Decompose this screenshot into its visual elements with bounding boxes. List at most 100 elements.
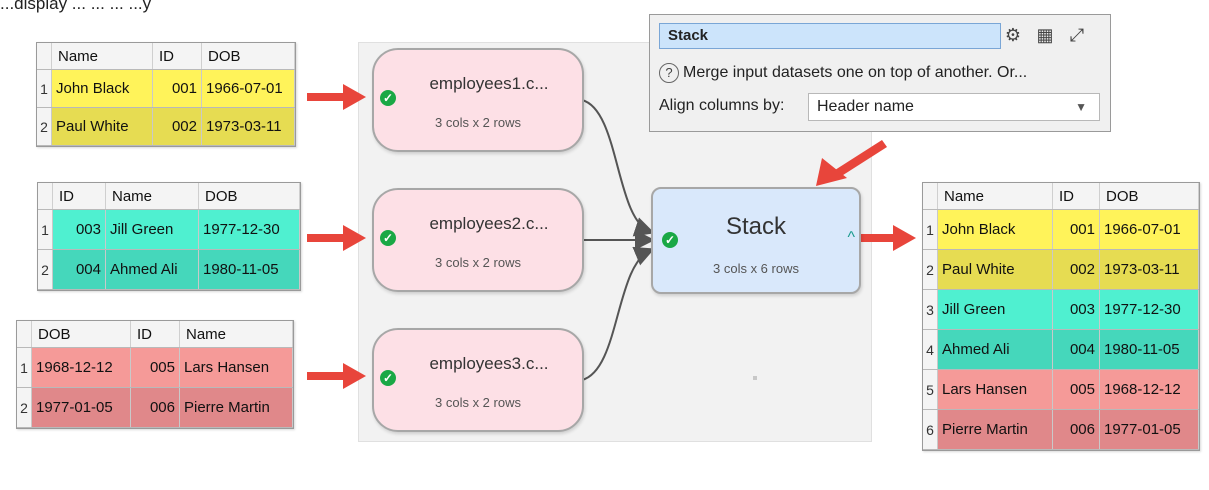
input-table-1[interactable]: Name ID DOB 1 John Black 001 1966-07-01 …	[36, 42, 296, 147]
table-cell[interactable]: 005	[1052, 369, 1100, 410]
column-header[interactable]: DOB	[198, 183, 300, 210]
table-cell[interactable]: John Black	[937, 209, 1053, 250]
maximize-icon[interactable]: ⤢	[1069, 25, 1085, 45]
table-row[interactable]: 1 003 Jill Green 1977-12-30	[38, 209, 300, 250]
corner-cell	[38, 183, 53, 210]
table-cell[interactable]: 001	[152, 69, 202, 108]
check-circle-icon: ✓	[662, 232, 678, 248]
column-header[interactable]: DOB	[1099, 183, 1199, 210]
connector-1	[581, 99, 655, 237]
input-table-3[interactable]: DOB ID Name 1 1968-12-12 005 Lars Hansen…	[16, 320, 294, 429]
table-cell[interactable]: 1966-07-01	[201, 69, 295, 108]
input-node-employees2[interactable]: ✓ employees2.c... 3 cols x 2 rows	[372, 188, 584, 292]
input-node-employees1[interactable]: ✓ employees1.c... 3 cols x 2 rows	[372, 48, 584, 152]
table-cell[interactable]: 1980-11-05	[198, 249, 300, 290]
table-cell[interactable]: 006	[1052, 409, 1100, 450]
table-cell[interactable]: Lars Hansen	[937, 369, 1053, 410]
node-title: employees2.c...	[429, 214, 549, 233]
red-arrow-props	[816, 140, 887, 186]
table-row[interactable]: 6 Pierre Martin 006 1977-01-05	[923, 409, 1199, 450]
align-columns-label: Align columns by:	[659, 97, 785, 114]
table-view-icon[interactable]: ▦	[1036, 25, 1054, 45]
input-node-employees3[interactable]: ✓ employees3.c... 3 cols x 2 rows	[372, 328, 584, 432]
table-cell[interactable]: 003	[1052, 289, 1100, 330]
table-cell[interactable]: Pierre Martin	[179, 387, 293, 428]
column-header[interactable]: ID	[130, 321, 180, 348]
table-row[interactable]: 2 Paul White 002 1973-03-11	[37, 107, 295, 146]
column-header[interactable]: Name	[179, 321, 293, 348]
settings-gear-icon[interactable]: ⚙	[1004, 25, 1022, 45]
row-number: 2	[38, 249, 53, 290]
row-number: 5	[923, 369, 938, 410]
page-caption: ...display ... ... ... ...y	[0, 0, 152, 13]
column-header[interactable]: ID	[152, 43, 202, 70]
table-cell[interactable]: Ahmed Ali	[937, 329, 1053, 370]
output-table[interactable]: Name ID DOB 1 John Black 001 1966-07-01 …	[922, 182, 1200, 451]
red-arrow-3	[307, 363, 366, 389]
column-header[interactable]: ID	[52, 183, 106, 210]
table-cell[interactable]: 1968-12-12	[31, 347, 131, 388]
table-row[interactable]: 1 1968-12-12 005 Lars Hansen	[17, 347, 293, 388]
table-cell[interactable]: 003	[52, 209, 106, 250]
table-row[interactable]: 4 Ahmed Ali 004 1980-11-05	[923, 329, 1199, 370]
table-cell[interactable]: Paul White	[51, 107, 153, 146]
chevron-down-icon: ▼	[1075, 100, 1087, 114]
row-number: 1	[38, 209, 53, 250]
description-text: Merge input datasets one on top of anoth…	[683, 64, 1028, 81]
connector-3	[581, 246, 655, 381]
table-cell[interactable]: Jill Green	[937, 289, 1053, 330]
node-description: ?Merge input datasets one on top of anot…	[659, 63, 1027, 83]
table-cell[interactable]: 002	[152, 107, 202, 146]
row-number: 6	[923, 409, 938, 450]
row-number: 3	[923, 289, 938, 330]
collapse-caret-icon[interactable]: ^	[847, 229, 855, 246]
table-cell[interactable]: Pierre Martin	[937, 409, 1053, 450]
table-cell[interactable]: Ahmed Ali	[105, 249, 199, 290]
table-row[interactable]: 5 Lars Hansen 005 1968-12-12	[923, 369, 1199, 410]
column-header[interactable]: DOB	[201, 43, 295, 70]
input-table-2[interactable]: ID Name DOB 1 003 Jill Green 1977-12-30 …	[37, 182, 301, 291]
table-cell[interactable]: 006	[130, 387, 180, 428]
table-cell[interactable]: Lars Hansen	[179, 347, 293, 388]
table-cell[interactable]: John Black	[51, 69, 153, 108]
table-row[interactable]: 2 1977-01-05 006 Pierre Martin	[17, 387, 293, 428]
table-cell[interactable]: 1977-01-05	[31, 387, 131, 428]
table-cell[interactable]: Jill Green	[105, 209, 199, 250]
table-row[interactable]: 2 Paul White 002 1973-03-11	[923, 249, 1199, 290]
table-cell[interactable]: 1977-12-30	[198, 209, 300, 250]
table-cell[interactable]: Paul White	[937, 249, 1053, 290]
column-header[interactable]: DOB	[31, 321, 131, 348]
node-subtitle: 3 cols x 6 rows	[713, 261, 799, 276]
table-row[interactable]: 3 Jill Green 003 1977-12-30	[923, 289, 1199, 330]
table-cell[interactable]: 1968-12-12	[1099, 369, 1199, 410]
table-cell[interactable]: 1980-11-05	[1099, 329, 1199, 370]
column-header[interactable]: Name	[105, 183, 199, 210]
row-number: 1	[37, 69, 52, 108]
corner-cell	[37, 43, 52, 70]
column-header[interactable]: Name	[937, 183, 1053, 210]
row-number: 1	[17, 347, 32, 388]
table-cell[interactable]: 002	[1052, 249, 1100, 290]
stack-node[interactable]: ✓ Stack 3 cols x 6 rows ^	[651, 187, 861, 294]
row-number: 4	[923, 329, 938, 370]
check-circle-icon: ✓	[380, 370, 396, 386]
table-cell[interactable]: 1966-07-01	[1099, 209, 1199, 250]
table-row[interactable]: 1 John Black 001 1966-07-01	[923, 209, 1199, 250]
table-row[interactable]: 1 John Black 001 1966-07-01	[37, 69, 295, 108]
column-header[interactable]: Name	[51, 43, 153, 70]
column-header[interactable]: ID	[1052, 183, 1100, 210]
help-icon[interactable]: ?	[659, 63, 679, 83]
table-cell[interactable]: 1977-12-30	[1099, 289, 1199, 330]
table-row[interactable]: 2 004 Ahmed Ali 1980-11-05	[38, 249, 300, 290]
align-columns-select[interactable]: Header name ▼	[808, 93, 1100, 121]
table-cell[interactable]: 1973-03-11	[201, 107, 295, 146]
table-cell[interactable]: 004	[52, 249, 106, 290]
node-name-input[interactable]: Stack	[659, 23, 1001, 49]
table-cell[interactable]: 1973-03-11	[1099, 249, 1199, 290]
table-cell[interactable]: 005	[130, 347, 180, 388]
table-cell[interactable]: 1977-01-05	[1099, 409, 1199, 450]
check-circle-icon: ✓	[380, 90, 396, 106]
table-cell[interactable]: 001	[1052, 209, 1100, 250]
table-cell[interactable]: 004	[1052, 329, 1100, 370]
